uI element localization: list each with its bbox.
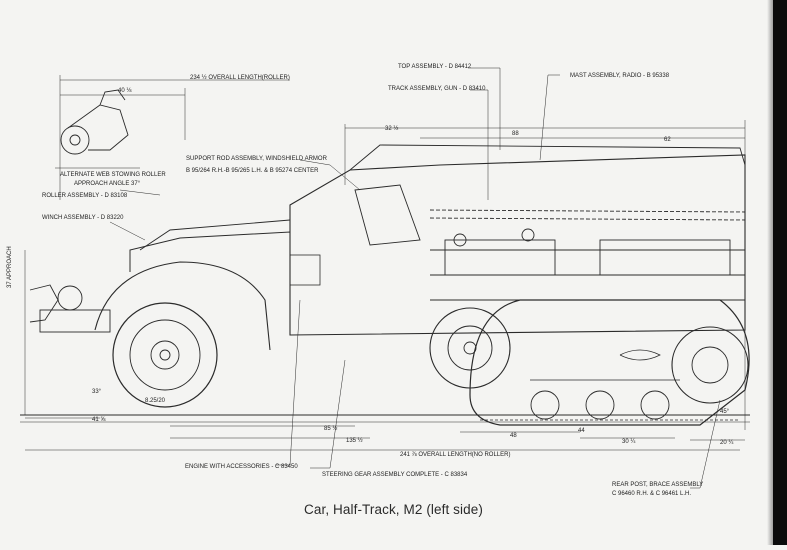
label-dim-20: 20 ¼ — [720, 440, 734, 446]
label-track-assembly: TRACK ASSEMBLY, GUN - D 83410 — [388, 86, 486, 92]
label-dim-85: 85 ½ — [324, 425, 337, 432]
label-dim-48: 48 — [510, 433, 517, 439]
alt-roller-circle — [60, 125, 90, 155]
armored-body — [289, 154, 746, 336]
label-dim-41: 41 ⅝ — [92, 417, 106, 423]
front-wheel — [112, 302, 218, 408]
figure-caption: Car, Half-Track, M2 (left side) — [304, 502, 483, 517]
label-angle-45: 45° — [720, 409, 730, 415]
scan-edge-black — [773, 0, 787, 545]
label-dim-88: 88 — [512, 131, 519, 137]
label-dim-40: 40 ⅛ — [118, 88, 132, 94]
label-dim-32: 32 ½ — [385, 125, 398, 132]
label-support-rod-1: SUPPORT ROD ASSEMBLY, WINDSHIELD ARMOR — [186, 156, 328, 162]
label-dim-135: 135 ½ — [346, 437, 363, 444]
label-winch-assembly: WINCH ASSEMBLY - D 83220 — [42, 215, 124, 221]
scan-edge-shadow — [767, 0, 773, 545]
label-approach-side: 37 APPROACH — [7, 246, 13, 288]
label-support-rod-2: B 95/264 R.H.-B 95/265 L.H. & B 95274 CE… — [186, 168, 319, 174]
track-assembly — [469, 299, 750, 426]
top-canvas — [349, 144, 746, 171]
label-engine: ENGINE WITH ACCESSORIES - C 83450 — [185, 464, 298, 470]
label-dim-30: 30 ¼ — [622, 439, 636, 445]
label-overall-length-no-roller: 241 ⅞ OVERALL LENGTH(NO ROLLER) — [400, 452, 510, 458]
label-tire-size: 8.25/20 — [145, 398, 166, 404]
label-angle-33: 33° — [92, 389, 102, 395]
label-dim-62: 62 — [664, 137, 671, 143]
label-mast-assembly: MAST ASSEMBLY, RADIO - B 95338 — [570, 73, 670, 79]
label-approach-angle: APPROACH ANGLE 37° — [74, 181, 141, 187]
label-overall-length-roller: 234 ½ OVERALL LENGTH(ROLLER) — [190, 74, 290, 81]
front-fender — [94, 261, 271, 351]
label-roller-assembly: ROLLER ASSEMBLY - D 83108 — [42, 193, 128, 199]
idler-wheel — [671, 326, 749, 404]
front-roller — [57, 285, 83, 311]
sprocket-wheel — [429, 307, 511, 389]
label-alt-roller: ALTERNATE WEB STOWING ROLLER — [60, 172, 166, 178]
label-steering-gear: STEERING GEAR ASSEMBLY COMPLETE - C 8383… — [322, 472, 468, 478]
label-rear-post-1: REAR POST, BRACE ASSEMBLY — [612, 482, 703, 488]
label-top-assembly: TOP ASSEMBLY - D 84412 — [398, 64, 472, 70]
label-rear-post-2: C 96460 R.H. & C 96461 L.H. — [612, 491, 691, 497]
label-dim-44: 44 — [578, 428, 585, 434]
